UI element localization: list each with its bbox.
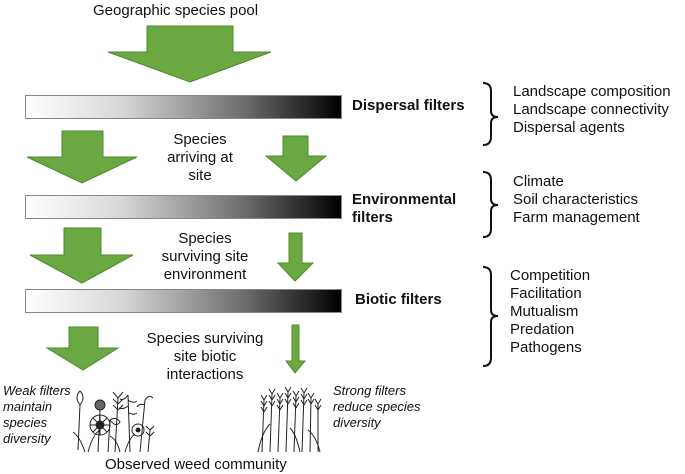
factor-item: Competition bbox=[510, 267, 591, 284]
stage-line: site biotic bbox=[173, 348, 237, 365]
strong-filters-note: Strong filters reduce species diversity bbox=[333, 383, 420, 431]
arrow-right-3 bbox=[285, 324, 307, 374]
factor-item: Pathogens bbox=[510, 339, 582, 356]
stage-line: arriving at bbox=[167, 149, 233, 166]
note-line: Strong filters bbox=[333, 383, 406, 398]
observed-community-label: Observed weed community bbox=[105, 456, 287, 473]
arrow-left-1 bbox=[26, 130, 138, 184]
note-line: species bbox=[3, 415, 48, 430]
dispersal-factors-list: Landscape composition Landscape connecti… bbox=[513, 83, 671, 137]
environmental-factors-list: Climate Soil characteristics Farm manage… bbox=[513, 173, 640, 227]
factor-item: Landscape composition bbox=[513, 83, 671, 100]
brace-1 bbox=[482, 82, 499, 146]
factor-item: Soil characteristics bbox=[513, 191, 639, 208]
note-line: maintain bbox=[3, 399, 53, 414]
stage-label-arriving: Species arriving at site bbox=[140, 131, 260, 185]
factor-item: Climate bbox=[513, 173, 564, 190]
sparse-weed-community-illustration bbox=[257, 386, 322, 453]
stage-line: surviving site bbox=[161, 248, 249, 265]
arrow-left-3 bbox=[45, 326, 120, 371]
factor-item: Farm management bbox=[513, 209, 640, 226]
stage-label-environment: Species surviving site environment bbox=[140, 230, 270, 284]
brace-2 bbox=[482, 171, 499, 238]
environmental-filters-label: Environmental filters bbox=[352, 191, 457, 226]
factor-item: Mutualism bbox=[510, 303, 579, 320]
species-pool-label: Geographic species pool bbox=[93, 2, 259, 19]
biotic-factors-list: Competition Facilitation Mutualism Preda… bbox=[510, 267, 590, 357]
arrow-left-2 bbox=[29, 227, 134, 284]
biotic-filters-label: Biotic filters bbox=[355, 291, 442, 308]
note-line: diversity bbox=[3, 431, 51, 446]
pool-arrow bbox=[107, 25, 272, 83]
diverse-weed-community-illustration bbox=[72, 390, 155, 453]
dispersal-filters-label: Dispersal filters bbox=[352, 97, 465, 114]
stage-line: site bbox=[188, 167, 212, 184]
factor-item: Landscape connectivity bbox=[513, 101, 669, 118]
stage-label-biotic: Species surviving site biotic interactio… bbox=[130, 330, 280, 384]
factor-item: Predation bbox=[510, 321, 575, 338]
stage-line: Species bbox=[178, 230, 232, 247]
biotic-filter-bar bbox=[25, 289, 342, 313]
weak-filters-note: Weak filters maintain species diversity bbox=[3, 383, 71, 447]
factor-item: Dispersal agents bbox=[513, 119, 625, 136]
factor-item: Facilitation bbox=[510, 285, 582, 302]
stage-line: interactions bbox=[166, 366, 244, 383]
note-line: Weak filters bbox=[3, 383, 71, 398]
arrow-right-1 bbox=[264, 135, 328, 182]
dispersal-filter-bar bbox=[25, 95, 342, 119]
environmental-filter-bar bbox=[25, 195, 342, 219]
stage-line: environment bbox=[163, 266, 247, 283]
stage-line: Species surviving bbox=[146, 330, 264, 347]
note-line: reduce species bbox=[333, 399, 421, 414]
note-line: diversity bbox=[333, 415, 381, 430]
brace-3 bbox=[482, 266, 499, 367]
arrow-right-2 bbox=[276, 232, 315, 282]
stage-line: Species bbox=[173, 131, 227, 148]
